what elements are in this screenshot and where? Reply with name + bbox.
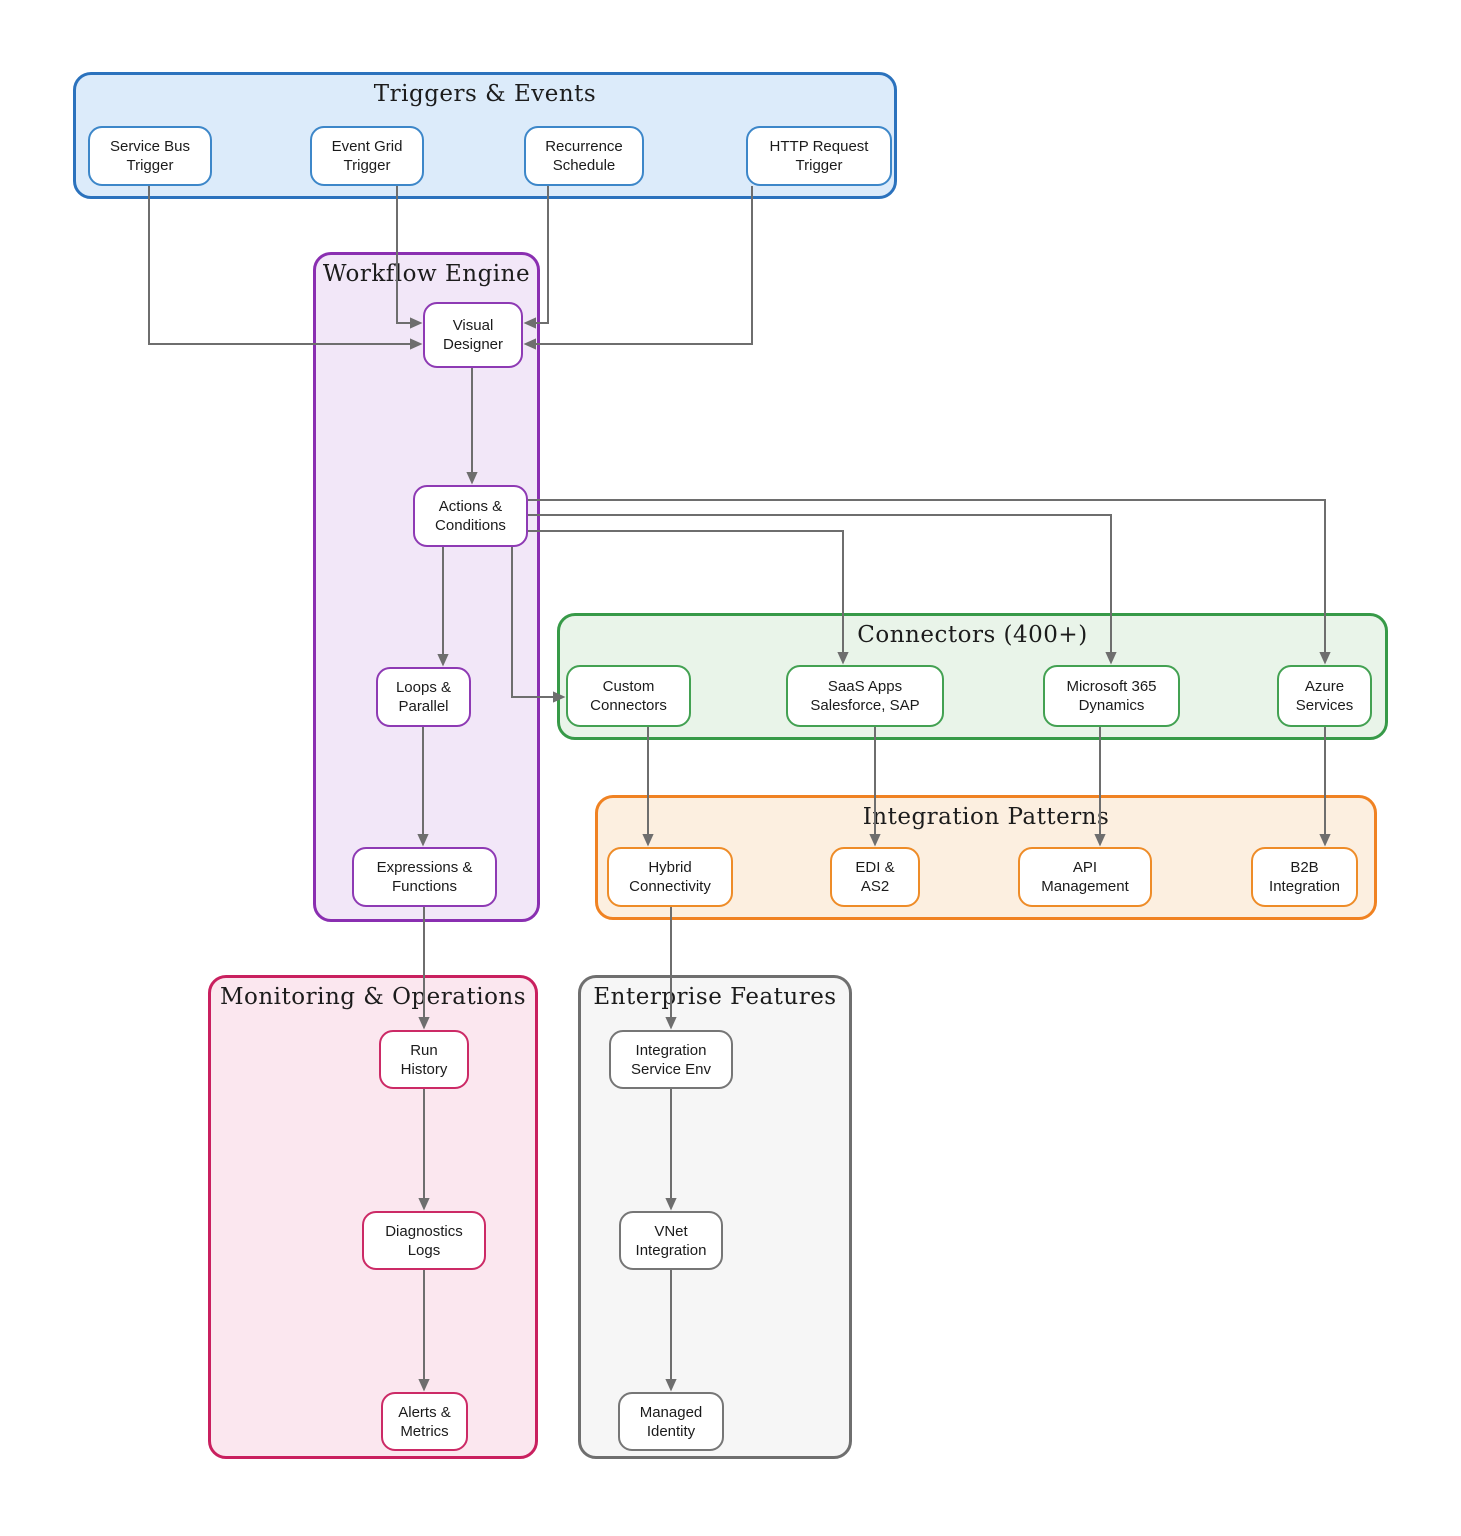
node-loops-parallel: Loops & Parallel bbox=[376, 667, 471, 727]
node-custom-connectors: Custom Connectors bbox=[566, 665, 691, 727]
cluster-title-monitoring-operations: Monitoring & Operations bbox=[219, 984, 527, 1010]
node-http-request-trigger: HTTP Request Trigger bbox=[746, 126, 892, 186]
node-label: Custom Connectors bbox=[590, 678, 667, 714]
node-label: Recurrence Schedule bbox=[545, 138, 623, 174]
node-alerts-metrics: Alerts & Metrics bbox=[381, 1392, 468, 1451]
cluster-title-enterprise-features: Enterprise Features bbox=[593, 984, 837, 1010]
edge-httprequest-visualdesigner bbox=[523, 186, 753, 350]
node-label: Loops & Parallel bbox=[395, 679, 452, 715]
node-label: EDI & AS2 bbox=[855, 859, 895, 895]
node-label: Event Grid Trigger bbox=[331, 138, 403, 174]
node-event-grid-trigger: Event Grid Trigger bbox=[310, 126, 424, 186]
node-label: Microsoft 365 Dynamics bbox=[1066, 678, 1157, 714]
node-visual-designer: Visual Designer bbox=[423, 302, 523, 368]
node-label: Diagnostics Logs bbox=[385, 1222, 463, 1259]
node-label: Visual Designer bbox=[442, 317, 504, 353]
node-diagnostics-logs: Diagnostics Logs bbox=[362, 1211, 486, 1270]
node-label: Hybrid Connectivity bbox=[629, 859, 711, 895]
node-label: Expressions & Functions bbox=[376, 859, 473, 895]
node-api-management: API Management bbox=[1018, 847, 1152, 907]
cluster-title-integration-patterns: Integration Patterns bbox=[862, 804, 1110, 830]
node-run-history: Run History bbox=[379, 1030, 469, 1089]
node-label: B2B Integration bbox=[1269, 859, 1340, 895]
node-label: Integration Service Env bbox=[630, 1041, 712, 1078]
node-service-bus-trigger: Service Bus Trigger bbox=[88, 126, 212, 186]
node-label: Service Bus Trigger bbox=[109, 138, 191, 174]
node-azure-services: Azure Services bbox=[1277, 665, 1372, 727]
node-label: Run History bbox=[400, 1041, 448, 1078]
node-label: Actions & Conditions bbox=[435, 498, 506, 534]
node-label: SaaS Apps Salesforce, SAP bbox=[810, 678, 920, 714]
node-b2b-integration: B2B Integration bbox=[1251, 847, 1358, 907]
node-hybrid-connectivity: Hybrid Connectivity bbox=[607, 847, 733, 907]
node-managed-identity: Managed Identity bbox=[618, 1392, 724, 1451]
cluster-title-workflow-engine: Workflow Engine bbox=[322, 261, 531, 287]
node-expressions-functions: Expressions & Functions bbox=[352, 847, 497, 907]
node-saas-apps: SaaS Apps Salesforce, SAP bbox=[786, 665, 944, 727]
cluster-title-connectors: Connectors (400+) bbox=[857, 622, 1088, 648]
node-label: VNet Integration bbox=[635, 1222, 707, 1259]
node-microsoft-365-dynamics: Microsoft 365 Dynamics bbox=[1043, 665, 1180, 727]
node-recurrence-schedule: Recurrence Schedule bbox=[524, 126, 644, 186]
node-label: Azure Services bbox=[1295, 678, 1354, 714]
node-vnet-integration: VNet Integration bbox=[619, 1211, 723, 1270]
node-label: Managed Identity bbox=[639, 1403, 703, 1440]
node-label: Alerts & Metrics bbox=[398, 1403, 451, 1440]
node-integration-service-env: Integration Service Env bbox=[609, 1030, 733, 1089]
node-edi-as2: EDI & AS2 bbox=[830, 847, 920, 907]
node-label: HTTP Request Trigger bbox=[769, 138, 869, 174]
cluster-title-triggers-events: Triggers & Events bbox=[373, 81, 597, 107]
node-label: API Management bbox=[1041, 859, 1129, 895]
node-actions-conditions: Actions & Conditions bbox=[413, 485, 528, 547]
